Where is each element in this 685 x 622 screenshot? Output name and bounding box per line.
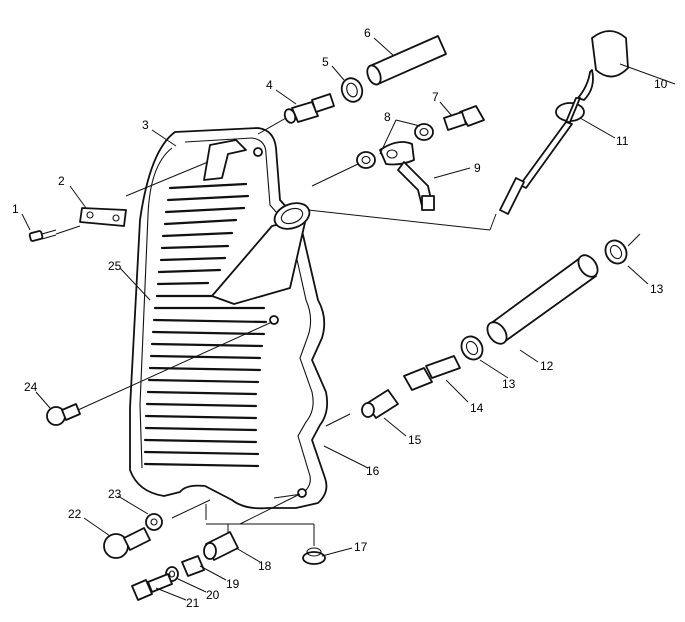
- tank-bracket: [203, 139, 247, 181]
- washers-part-8: [356, 123, 434, 169]
- callout-24: 24: [24, 380, 38, 394]
- bolt-part-22: [103, 527, 151, 559]
- callout-22: 22: [68, 507, 82, 521]
- callout-18: 18: [258, 559, 272, 573]
- tube-part-9: [397, 161, 435, 211]
- callout-17: 17: [354, 540, 368, 554]
- callout-2: 2: [58, 174, 65, 188]
- callout-20: 20: [206, 588, 220, 602]
- spacer-part-19: [181, 555, 205, 577]
- callout-19: 19: [226, 577, 240, 591]
- callout-13-lower: 13: [502, 377, 516, 391]
- callout-9: 9: [474, 161, 481, 175]
- callout-23: 23: [108, 487, 122, 501]
- fitting-part-15: [361, 389, 399, 419]
- tank-ribs: [143, 182, 268, 468]
- callout-13-upper: 13: [650, 282, 664, 296]
- washer-part-23: [145, 513, 163, 531]
- bolt-part-7: [443, 105, 485, 131]
- hose-part-12: [486, 254, 599, 345]
- callout-7: 7: [432, 90, 439, 104]
- callout-labels: 1 2 3 4 5 6 7 8 9 10 11 12 13 13 14 15 1…: [12, 26, 668, 610]
- callout-12: 12: [540, 359, 554, 373]
- screw-part-1: [28, 229, 57, 242]
- callout-10: 10: [654, 77, 668, 91]
- leader-lines: [21, 37, 676, 601]
- hose-part-6: [366, 35, 447, 86]
- callout-16: 16: [366, 464, 380, 478]
- bolt-part-21: [131, 573, 173, 601]
- callout-15: 15: [408, 433, 422, 447]
- callout-25: 25: [108, 259, 122, 273]
- grommet-part-17: [302, 547, 326, 565]
- callout-8: 8: [384, 110, 391, 124]
- cap-dipstick-part-10-11: [499, 30, 629, 215]
- bushing-part-18: [203, 531, 239, 561]
- fitting-part-4: [283, 93, 335, 124]
- clamp-part-5: [340, 77, 364, 103]
- callout-4: 4: [266, 78, 273, 92]
- callout-3: 3: [142, 118, 149, 132]
- fitting-part-14: [403, 355, 461, 391]
- callout-5: 5: [322, 55, 329, 69]
- callout-21: 21: [186, 596, 200, 610]
- filler-neck: [211, 202, 311, 305]
- oil-tank: [129, 127, 329, 510]
- callout-1: 1: [12, 202, 19, 216]
- callout-11: 11: [616, 134, 629, 148]
- callout-14: 14: [470, 401, 484, 415]
- plate-part-2: [79, 207, 127, 227]
- bolt-part-24: [46, 403, 81, 426]
- callout-6: 6: [364, 26, 371, 40]
- clamps-part-13: [460, 239, 628, 361]
